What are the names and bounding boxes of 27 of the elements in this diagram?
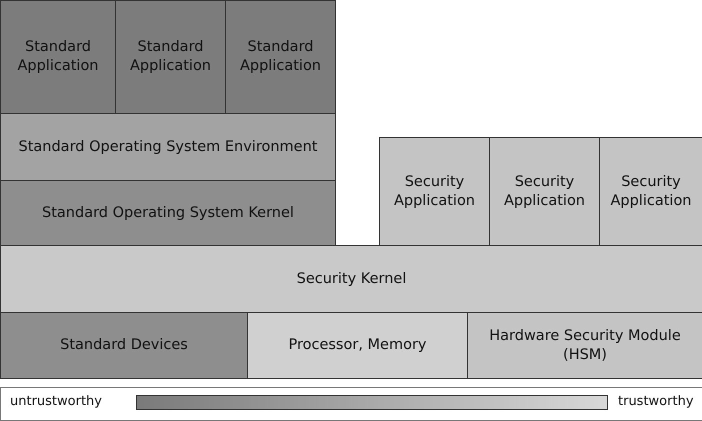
- layer-label: Security Kernel: [296, 270, 408, 288]
- layer-label: Hardware Security Module (HSM): [488, 326, 682, 364]
- layer-box: [0, 245, 702, 313]
- layer-box: [379, 137, 490, 246]
- layer-label: Standard Operating System Kernel: [41, 204, 295, 222]
- trust-gradient-bar: [136, 395, 608, 410]
- layer-box: [247, 312, 468, 379]
- layer-label: Security Application: [502, 172, 586, 210]
- layer-box: [489, 137, 600, 246]
- layer-box: [0, 312, 248, 379]
- layer-box: [115, 0, 226, 114]
- layer-label: Standard Devices: [59, 336, 189, 355]
- layer-label: Standard Application: [238, 38, 322, 76]
- layer-box: [225, 0, 336, 114]
- layer-box: [0, 180, 336, 246]
- layer-box: [467, 312, 702, 379]
- layer-box: [0, 113, 336, 181]
- layer-box: [599, 137, 702, 246]
- layer-label: Standard Application: [128, 38, 212, 76]
- layer-label: Security Application: [392, 172, 476, 210]
- layer-label: Security Application: [609, 172, 693, 210]
- layer-label: Standard Application: [16, 38, 100, 76]
- scale-end-label: trustworthy: [618, 394, 694, 409]
- scale-end-label: untrustworthy: [10, 394, 102, 409]
- layer-label: Processor, Memory: [287, 336, 428, 355]
- layer-label: Standard Operating System Environment: [18, 138, 318, 156]
- layer-box: [0, 0, 116, 114]
